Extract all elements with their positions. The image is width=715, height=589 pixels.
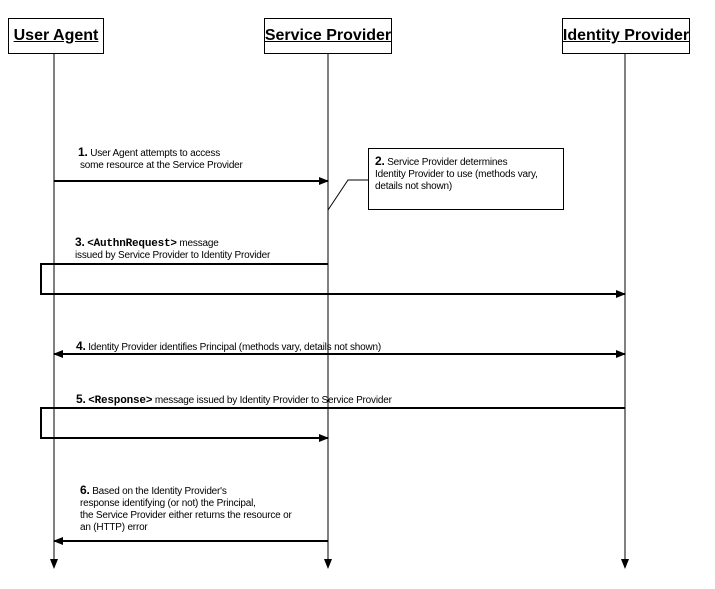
arrow-step-5 bbox=[40, 407, 625, 442]
step-2-line-2: Identity Provider to use (methods vary, bbox=[375, 169, 538, 180]
step-6-label: 6. Based on the Identity Provider's resp… bbox=[80, 484, 292, 534]
note-connector bbox=[327, 179, 368, 211]
step-1-line-1: User Agent attempts to access bbox=[90, 148, 221, 159]
step-2-line-1: Service Provider determines bbox=[387, 157, 508, 168]
step-5-line-1: message issued by Identity Provider to S… bbox=[154, 395, 392, 406]
step-3-number: 3. bbox=[75, 235, 85, 249]
step-1-label: 1. User Agent attempts to access some re… bbox=[78, 146, 243, 172]
step-1-line-2: some resource at the Service Provider bbox=[80, 160, 243, 171]
step-3-label: 3. <AuthnRequest> message issued by Serv… bbox=[75, 236, 270, 262]
step-1-number: 1. bbox=[78, 145, 88, 159]
actor-service-provider: Service Provider bbox=[264, 18, 392, 54]
step-3-line-1: message bbox=[179, 238, 219, 249]
step-6-line-4: an (HTTP) error bbox=[80, 522, 148, 533]
step-5-number: 5. bbox=[76, 392, 86, 406]
arrow-step-3 bbox=[40, 263, 626, 298]
actor-identity-provider: Identity Provider bbox=[562, 18, 690, 54]
step-6-line-2: response identifying (or not) the Princi… bbox=[80, 498, 256, 509]
step-4-line-1: Identity Provider identifies Principal (… bbox=[88, 342, 381, 353]
step-4-number: 4. bbox=[76, 339, 86, 353]
step-6-line-3: the Service Provider either returns the … bbox=[80, 510, 292, 521]
step-3-line-2: issued by Service Provider to Identity P… bbox=[75, 250, 271, 261]
step-2-number: 2. bbox=[375, 154, 385, 168]
step-3-tag: <AuthnRequest> bbox=[87, 238, 177, 250]
step-5-label: 5. <Response> message issued by Identity… bbox=[76, 393, 392, 407]
step-6-line-1: Based on the Identity Provider's bbox=[92, 486, 227, 497]
step-2-line-3: details not shown) bbox=[375, 181, 453, 192]
step-4-label: 4. Identity Provider identifies Principa… bbox=[76, 340, 381, 354]
step-2-note: 2. Service Provider determines Identity … bbox=[368, 148, 564, 210]
step-5-tag: <Response> bbox=[88, 395, 153, 407]
actor-user-agent: User Agent bbox=[8, 18, 104, 54]
step-6-number: 6. bbox=[80, 483, 90, 497]
